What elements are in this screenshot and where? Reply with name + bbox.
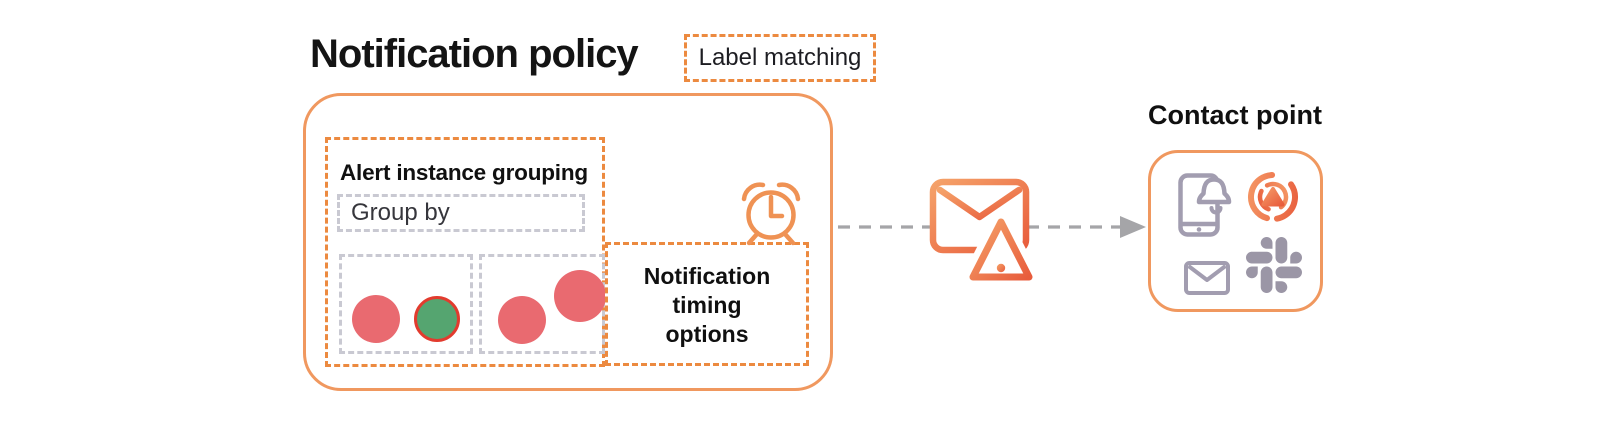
page-title: Notification policy: [310, 32, 639, 76]
label-matching-text: Label matching: [698, 44, 862, 71]
email-with-warning-icon: [929, 178, 1039, 287]
grafana-oncall-icon: [1248, 172, 1298, 222]
alert-instance-firing-dot: [498, 296, 546, 344]
contact-point-title: Contact point: [1148, 100, 1322, 130]
alert-instance-grouping-title: Alert instance grouping: [340, 160, 588, 185]
alert-instance-grouping-box: Alert instance grouping Group by: [325, 137, 606, 367]
arrowhead: [1120, 216, 1146, 238]
notification-timing-box: Notification timing options: [605, 242, 809, 366]
envelope-icon: [1184, 261, 1230, 295]
flow-arrow: [838, 216, 1146, 238]
alarm-clock-icon: [741, 182, 801, 246]
alert-instance-firing-dot: [352, 295, 400, 343]
alert-instance-group-2: [479, 254, 606, 354]
notification-timing-label: Notification timing options: [643, 263, 771, 347]
bell-icon: [1196, 177, 1232, 205]
label-matching-tag: Label matching: [684, 34, 876, 82]
group-by-field: Group by: [337, 194, 585, 232]
group-by-label: Group by: [351, 199, 450, 226]
alert-instance-firing-dot: [554, 270, 606, 322]
contact-point-box: [1148, 150, 1323, 312]
phone-with-bell-icon: [1178, 173, 1232, 237]
alert-instance-resolved-dot: [414, 296, 460, 342]
slack-icon: [1246, 237, 1302, 293]
alert-instance-group-1: [339, 254, 473, 354]
